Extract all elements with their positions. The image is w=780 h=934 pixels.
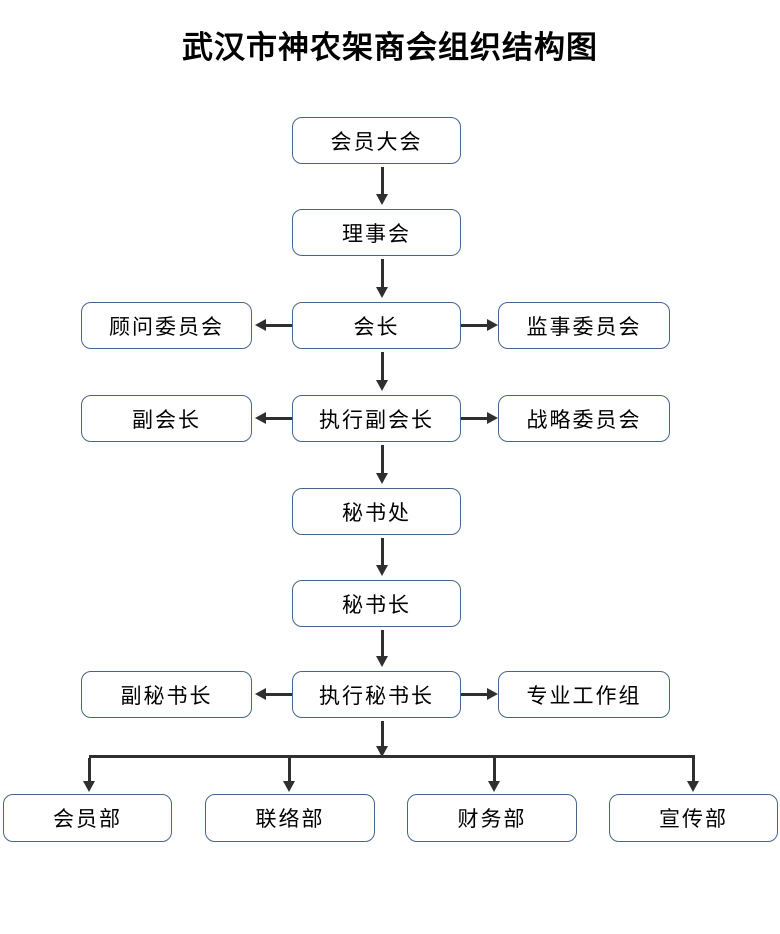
arrow-right-to-supervisory-icon — [461, 319, 498, 332]
arrow-stem — [381, 538, 384, 567]
arrow-head — [376, 746, 388, 757]
branch-arrow-liaison-icon — [283, 758, 296, 792]
arrow-down-execsecgen-to-branch-icon — [376, 721, 389, 757]
node-membership-dept: 会员部 — [3, 794, 172, 842]
node-council: 理事会 — [292, 209, 461, 256]
arrow-right-to-workgroup-icon — [461, 688, 498, 701]
arrow-down-evp-to-secretariat-icon — [376, 445, 389, 484]
arrow-stem — [381, 167, 384, 196]
arrow-left-to-advisory-icon — [255, 319, 292, 332]
node-secretary-general: 秘书长 — [292, 580, 461, 627]
arrow-left-to-deputy-secgen-icon — [255, 688, 292, 701]
arrow-left-to-vice-president-icon — [255, 412, 292, 425]
arrow-stem — [264, 417, 292, 420]
arrow-stem — [88, 758, 91, 783]
arrow-head — [376, 194, 388, 205]
branch-arrow-membership-icon — [83, 758, 96, 792]
node-deputy-secretary-general: 副秘书长 — [81, 671, 252, 718]
arrow-head — [487, 412, 498, 424]
arrow-stem — [461, 417, 489, 420]
arrow-stem — [493, 758, 496, 783]
arrow-head — [376, 287, 388, 298]
arrow-stem — [264, 693, 292, 696]
branch-connector-line — [89, 755, 695, 758]
arrow-head — [487, 688, 498, 700]
arrow-stem — [288, 758, 291, 783]
node-vice-president: 副会长 — [81, 395, 252, 442]
arrow-head — [488, 781, 500, 792]
branch-arrow-publicity-icon — [687, 758, 700, 792]
node-publicity-dept: 宣传部 — [609, 794, 778, 842]
arrow-stem — [381, 630, 384, 658]
node-liaison-dept: 联络部 — [205, 794, 375, 842]
arrow-stem — [264, 324, 292, 327]
arrow-stem — [381, 259, 384, 289]
arrow-head — [376, 565, 388, 576]
arrow-head — [376, 473, 388, 484]
arrow-stem — [461, 324, 489, 327]
branch-arrow-finance-icon — [488, 758, 501, 792]
arrow-head — [283, 781, 295, 792]
arrow-down-president-to-evp-icon — [376, 352, 389, 391]
node-strategy-committee: 战略委员会 — [498, 395, 670, 442]
node-executive-vice-president: 执行副会长 — [292, 395, 461, 442]
arrow-head — [83, 781, 95, 792]
arrow-down-secgen-to-execsecgen-icon — [376, 630, 389, 667]
node-professional-work-group: 专业工作组 — [498, 671, 670, 718]
arrow-head — [487, 319, 498, 331]
arrow-right-to-strategy-icon — [461, 412, 498, 425]
arrow-head — [376, 656, 388, 667]
arrow-stem — [381, 721, 384, 748]
arrow-head — [687, 781, 699, 792]
arrow-head — [255, 688, 266, 700]
node-executive-secretary-general: 执行秘书长 — [292, 671, 461, 718]
arrow-head — [255, 319, 266, 331]
arrow-stem — [692, 758, 695, 783]
arrow-stem — [461, 693, 489, 696]
arrow-head — [255, 412, 266, 424]
arrow-stem — [381, 352, 384, 382]
arrow-down-council-to-president-icon — [376, 259, 389, 298]
node-member-assembly: 会员大会 — [292, 117, 461, 164]
arrow-down-secretariat-to-secgen-icon — [376, 538, 389, 576]
node-secretariat: 秘书处 — [292, 488, 461, 535]
node-president: 会长 — [292, 302, 461, 349]
node-supervisory-committee: 监事委员会 — [498, 302, 670, 349]
page-title: 武汉市神农架商会组织结构图 — [182, 30, 598, 65]
node-advisory-committee: 顾问委员会 — [81, 302, 252, 349]
arrow-head — [376, 380, 388, 391]
arrow-stem — [381, 445, 384, 475]
arrow-down-assembly-to-council-icon — [376, 167, 389, 205]
node-finance-dept: 财务部 — [407, 794, 577, 842]
